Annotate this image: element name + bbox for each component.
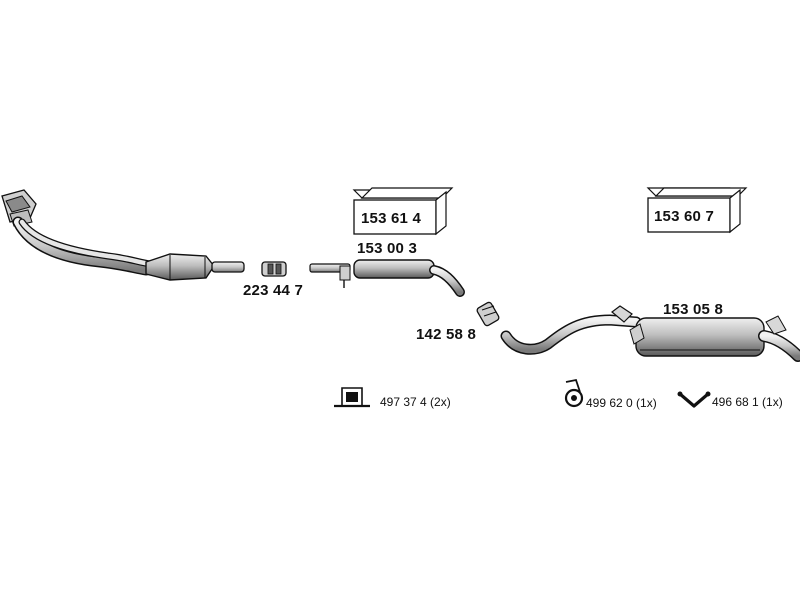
hanger-icon — [677, 391, 711, 408]
kit-box-b — [646, 187, 748, 234]
clamp-part — [261, 261, 287, 277]
rear-silencer — [500, 305, 800, 362]
hanger-label: 496 68 1 (1x) — [712, 395, 783, 409]
kit-a-label: 153 61 4 — [361, 210, 421, 227]
rear-silencer-label: 153 05 8 — [663, 301, 723, 318]
rubber-mount-b-icon — [564, 378, 584, 408]
clamp-label: 223 44 7 — [243, 282, 303, 299]
connector-label: 142 58 8 — [416, 326, 476, 343]
rubber-mount-a-icon — [334, 387, 370, 408]
middle-silencer-label: 153 00 3 — [357, 240, 417, 257]
kit-b-label: 153 60 7 — [654, 208, 714, 225]
kit-box-a — [352, 187, 454, 236]
rubber-mount-a-label: 497 37 4 (2x) — [380, 395, 451, 409]
front-pipe-catalyst — [1, 189, 245, 281]
connector-part — [476, 301, 500, 327]
middle-silencer — [309, 259, 465, 297]
rubber-mount-b-label: 499 62 0 (1x) — [586, 396, 657, 410]
